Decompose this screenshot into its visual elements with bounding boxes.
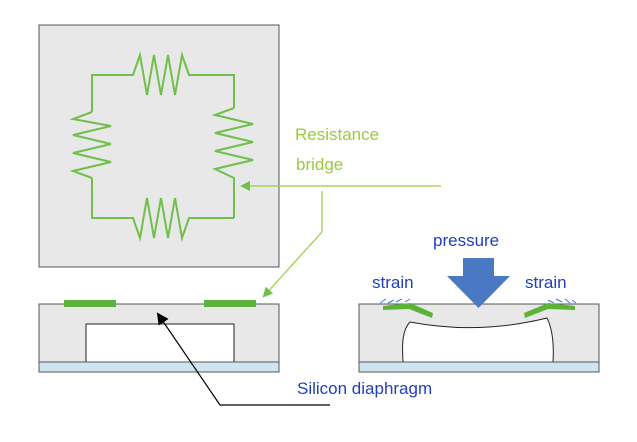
pressure-label: pressure	[433, 231, 500, 250]
silicon-diaphragm-label: Silicon diaphragm	[297, 379, 433, 398]
bridge-resistor-bottom	[91, 178, 234, 242]
strain-label-right: strain	[525, 273, 567, 292]
side-view-right-cavity	[402, 317, 554, 363]
side-view-left-substrate	[38, 361, 280, 373]
pressure-arrow	[447, 258, 510, 308]
side-view-right-substrate	[358, 361, 600, 373]
resistor-pad-left-1	[64, 300, 116, 307]
strain-label-left: strain	[372, 273, 414, 292]
bridge-resistor-top	[91, 51, 235, 112]
resistance-bridge	[69, 51, 254, 242]
bridge-resistor-right	[211, 107, 254, 218]
strained-pad-left	[383, 303, 433, 318]
strain-marks	[379, 298, 577, 304]
side-view-left-cavity	[85, 323, 235, 363]
bridge-resistor-left	[69, 111, 112, 179]
resistance-bridge-label-line1: Resistance	[295, 125, 380, 144]
top-view-chip	[38, 24, 280, 268]
strained-pad-right	[524, 303, 575, 318]
pointer-line-to-pad	[262, 191, 323, 298]
resistor-pad-left-2	[204, 300, 256, 307]
resistance-bridge-label-line2: bridge	[296, 155, 344, 174]
pointer-line-to-diaphragm	[156, 312, 330, 406]
